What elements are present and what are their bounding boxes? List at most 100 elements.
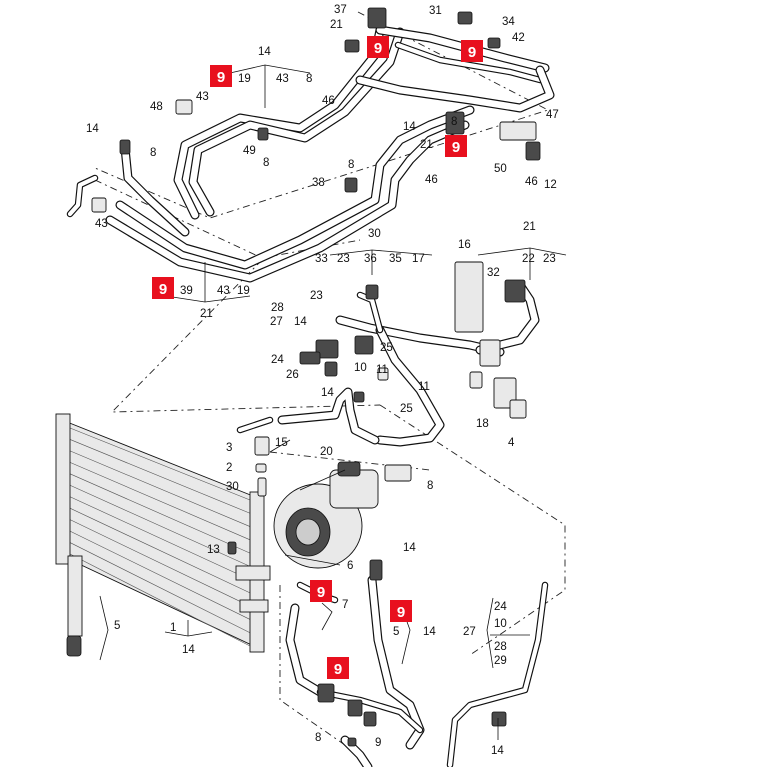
- fitting: [487, 37, 501, 49]
- pipe-segment: [173, 25, 385, 220]
- part-number-label: 37: [334, 4, 347, 16]
- part-number-label: 38: [312, 177, 325, 189]
- part-number-label: 21: [523, 221, 536, 233]
- pipe-segment: [356, 291, 384, 334]
- part-number-label: 11: [418, 381, 430, 393]
- fitting: [377, 367, 389, 381]
- part-number-label: 24: [271, 354, 284, 366]
- part-number-label: 12: [544, 179, 557, 191]
- fitting: [175, 99, 193, 115]
- fitting: [499, 121, 537, 141]
- part-number-label: 42: [512, 32, 525, 44]
- fitting: [491, 711, 507, 727]
- fitting: [445, 111, 465, 135]
- part-number-label: 10: [354, 362, 367, 374]
- part-number-label: 39: [180, 285, 193, 297]
- callout-badge-text: 9: [452, 139, 460, 156]
- part-number-label: 36: [364, 253, 377, 265]
- callout-badge-text: 9: [317, 584, 325, 601]
- callout-badge: 9: [327, 657, 349, 679]
- part-number-label: 7: [342, 599, 348, 611]
- fitting: [363, 711, 377, 727]
- fitting: [353, 391, 365, 403]
- part-number-label: 43: [196, 91, 209, 103]
- pipe-segment: [277, 387, 380, 445]
- part-number-label: 19: [238, 73, 251, 85]
- part-number-label: 46: [525, 176, 538, 188]
- part-number-label: 30: [368, 228, 381, 240]
- part-number-label: 46: [425, 174, 438, 186]
- fitting: [457, 11, 473, 25]
- part-number-label: 8: [150, 147, 156, 159]
- leader-lines: [99, 64, 567, 740]
- fitting: [119, 139, 131, 155]
- part-number-label: 8: [427, 480, 433, 492]
- part-number-label: 48: [150, 101, 163, 113]
- part-number-label: 33: [315, 253, 328, 265]
- callout-badge: 9: [445, 135, 467, 157]
- pipe-segment: [475, 280, 540, 355]
- pipe-segment: [285, 603, 325, 697]
- boundary-line: [279, 585, 346, 746]
- callout-badge: 9: [390, 600, 412, 622]
- pipe-segment: [66, 174, 99, 218]
- part-number-label: 18: [476, 418, 489, 430]
- part-number-label: 27: [463, 626, 476, 638]
- part-number-label: 50: [494, 163, 507, 175]
- part-number-label: 8: [306, 73, 312, 85]
- fitting: [469, 371, 483, 389]
- part-number-label: 29: [494, 655, 507, 667]
- fitting: [347, 699, 363, 717]
- part-number-label: 14: [258, 46, 271, 58]
- fitting: [509, 399, 527, 419]
- fitting: [344, 177, 358, 193]
- callout-badge: 9: [310, 580, 332, 602]
- part-number-label: 22: [522, 253, 535, 265]
- fittings: [91, 7, 541, 747]
- fitting: [227, 541, 237, 555]
- fitting: [257, 127, 269, 141]
- part-number-label: 21: [330, 19, 343, 31]
- compressor: [273, 461, 379, 569]
- fitting: [365, 284, 379, 300]
- part-number-label: 47: [546, 109, 559, 121]
- part-number-label: 26: [286, 369, 299, 381]
- refrigerant-lines: [66, 25, 555, 767]
- part-number-label: 8: [315, 732, 321, 744]
- part-number-label: 5: [114, 620, 120, 632]
- part-number-label: 35: [389, 253, 402, 265]
- callout-badge-text: 9: [468, 44, 476, 61]
- part-number-label: 15: [275, 437, 288, 449]
- part-number-label: 43: [217, 285, 230, 297]
- part-number-label: 21: [420, 139, 433, 151]
- part-number-label: 27: [270, 316, 283, 328]
- pipe-segment: [236, 416, 274, 434]
- fitting: [369, 559, 383, 581]
- part-number-label: 28: [271, 302, 284, 314]
- part-number-label: 8: [263, 157, 269, 169]
- part-number-label: 23: [543, 253, 556, 265]
- pipe-segment: [115, 105, 475, 270]
- part-number-label: 32: [487, 267, 500, 279]
- part-number-label: 24: [494, 601, 507, 613]
- part-number-label: 31: [429, 5, 442, 17]
- fitting: [324, 361, 338, 377]
- part-number-label: 23: [337, 253, 350, 265]
- fitting: [504, 279, 526, 303]
- pipe-segment: [120, 143, 190, 237]
- part-number-label: 14: [321, 387, 334, 399]
- fitting: [354, 335, 374, 355]
- part-number-label: 14: [403, 542, 416, 554]
- callout-badge-text: 9: [397, 604, 405, 621]
- boundary-line: [269, 451, 431, 471]
- part-number-label: 21: [200, 308, 213, 320]
- part-number-label: 3: [226, 442, 232, 454]
- part-number-label: 25: [400, 403, 413, 415]
- pipe-segment: [446, 581, 549, 767]
- callout-badge-text: 9: [217, 69, 225, 86]
- pipe-segment: [375, 325, 445, 447]
- boundary-line: [110, 259, 381, 413]
